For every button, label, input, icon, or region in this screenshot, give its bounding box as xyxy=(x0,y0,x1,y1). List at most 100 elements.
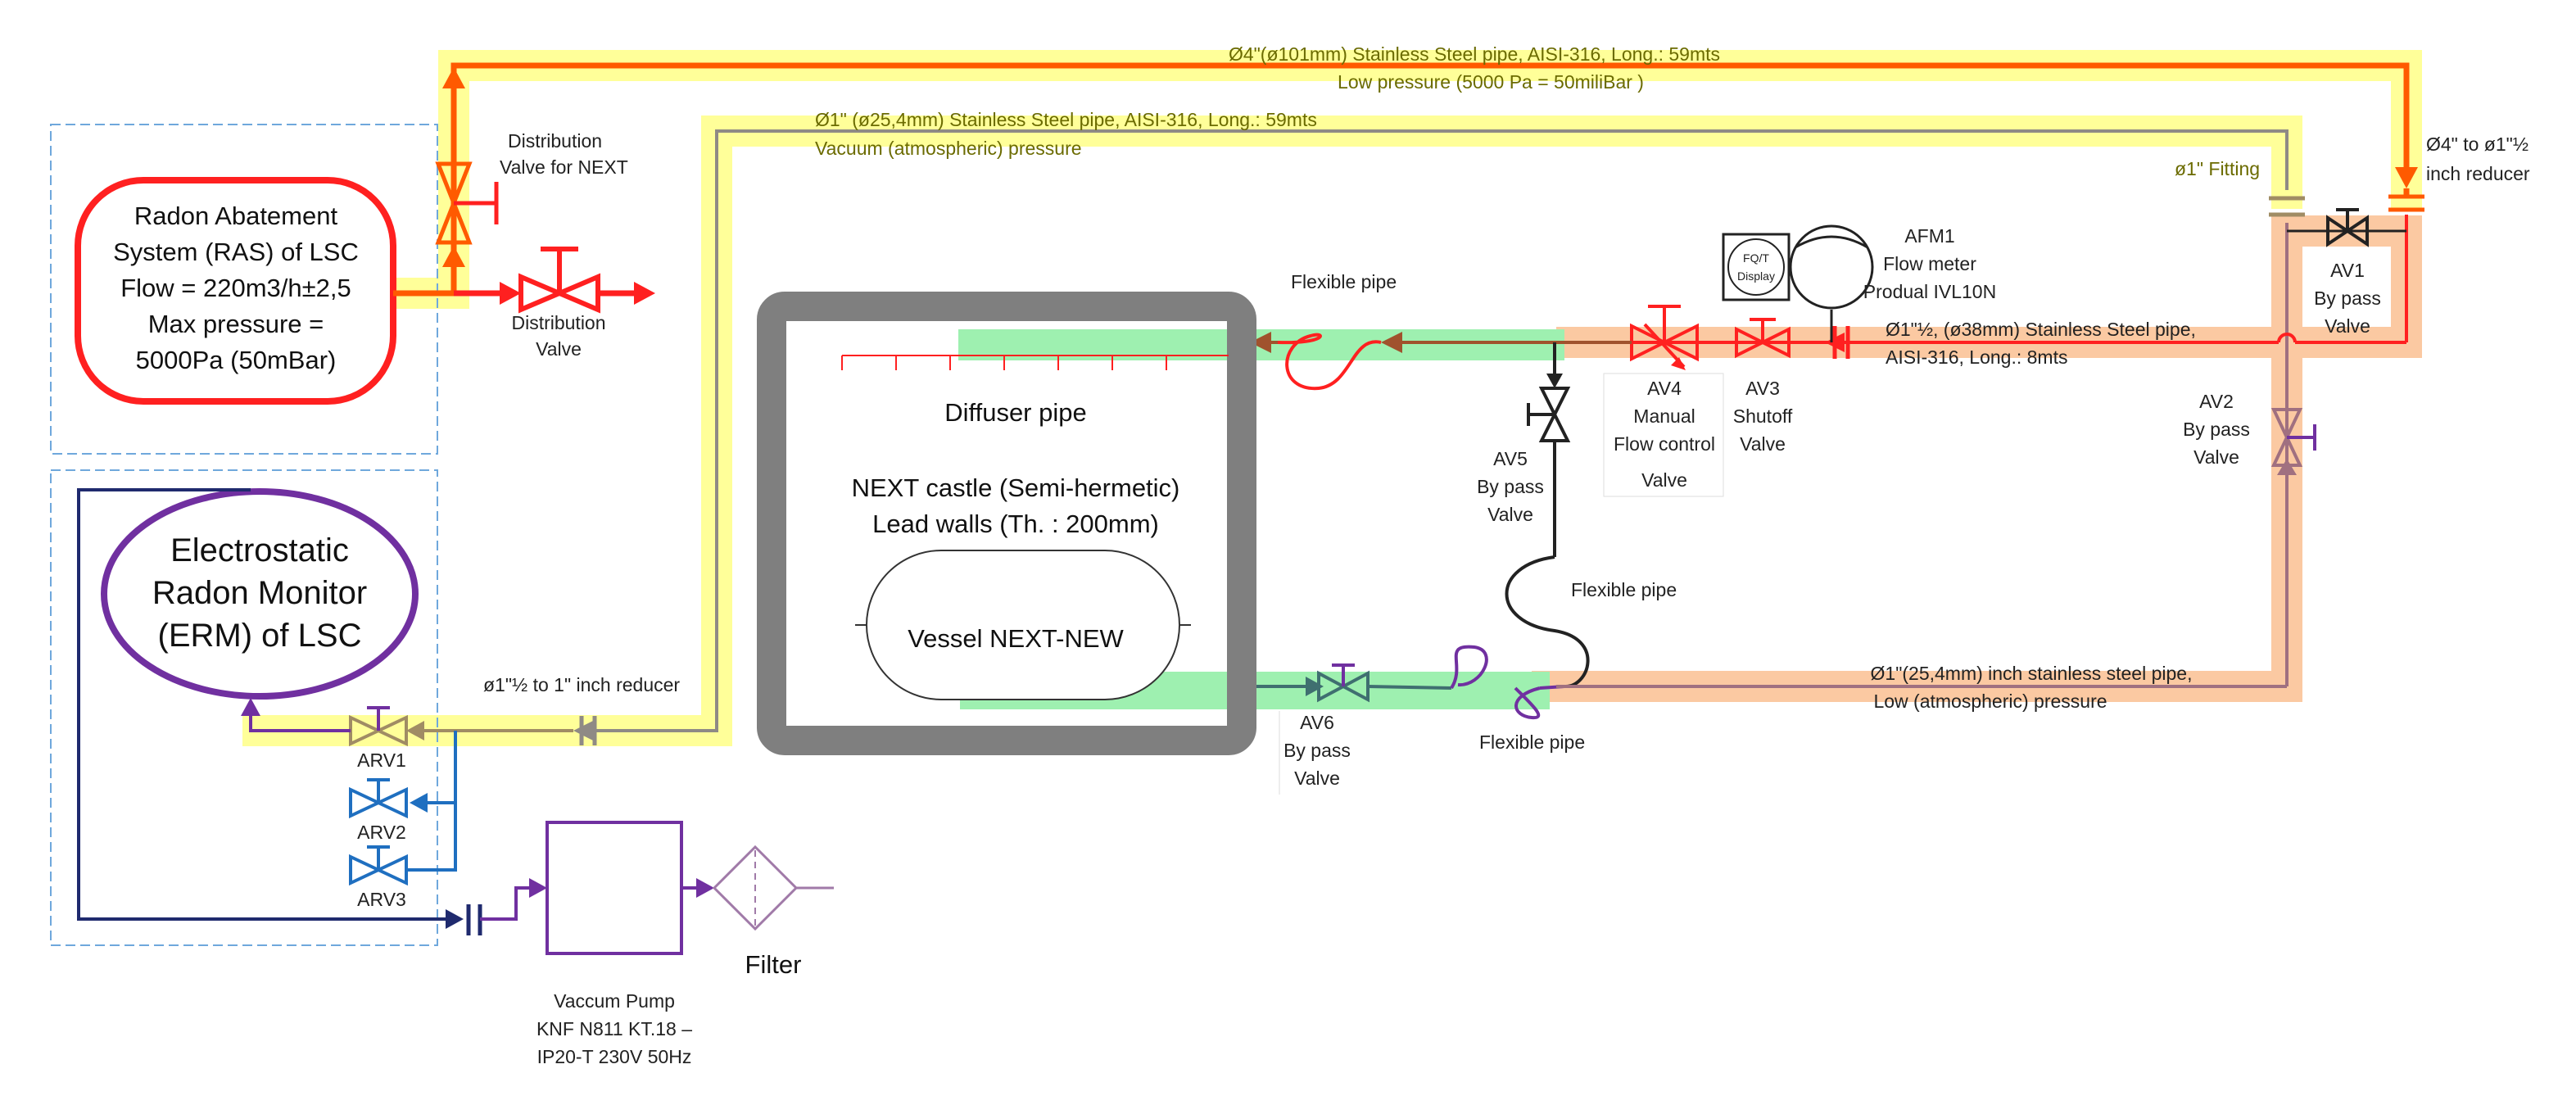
dist-valve-next-arrow xyxy=(442,246,465,267)
av5-top xyxy=(1538,387,1571,419)
afm1-sensor xyxy=(1789,224,1874,310)
av6-pipe-out xyxy=(1367,685,1452,690)
filter-label: Filter xyxy=(745,950,802,979)
arv1-label: ARV1 xyxy=(357,749,406,771)
yellow-band-1in-pipe xyxy=(242,115,2302,746)
erm-inlet-arrow xyxy=(241,698,260,716)
pipe-return-label-2: Low (atmospheric) pressure xyxy=(1873,691,2107,712)
dist-valve-left xyxy=(518,273,566,314)
pipe-erm-return-arrow xyxy=(446,909,464,929)
av3-left xyxy=(1735,326,1767,359)
arv1-inlet-arrow xyxy=(406,721,424,740)
dist-valve-right xyxy=(553,273,600,314)
av3-label-2: Shutoff xyxy=(1733,405,1793,427)
pipe-to-pump xyxy=(480,886,532,921)
arv2-label: ARV2 xyxy=(357,822,406,843)
av1-label-2: By pass xyxy=(2314,288,2381,309)
av1-right xyxy=(2344,215,2369,247)
arv3-label: ARV3 xyxy=(357,889,406,910)
av6-left xyxy=(1317,670,1347,703)
pipe-branch-arv2-arv3 xyxy=(406,731,457,872)
diffuser-label: Diffuser pipe xyxy=(944,398,1086,427)
ras-line2: System (RAS) of LSC xyxy=(113,238,359,266)
reducer-15in-arrow xyxy=(573,721,593,740)
av4-right xyxy=(1660,323,1699,362)
erm-unit xyxy=(101,488,419,700)
afm1-flow-meter xyxy=(1722,224,1874,342)
av6-label-3: Valve xyxy=(1294,768,1340,789)
fqit-display-dial xyxy=(1727,238,1785,296)
pipe-4in-label-1: Ø4"(ø101mm) Stainless Steel pipe, AISI-3… xyxy=(1229,43,1720,65)
av2-label-1: AV2 xyxy=(2199,391,2234,412)
afm1-label-2: Flow meter xyxy=(1883,253,1976,274)
fqit-label-2: Display xyxy=(1737,269,1775,283)
pipe-4in-label-2: Low pressure (5000 Pa = 50miliBar ) xyxy=(1338,71,1644,93)
pipe-erm-return xyxy=(77,488,459,921)
erm-piping xyxy=(77,488,597,935)
pump-label-2: KNF N811 KT.18 – xyxy=(536,1018,692,1039)
ras-line4: Max pressure = xyxy=(148,310,324,338)
erm-line1: Electrostatic xyxy=(170,532,349,568)
arv3-right xyxy=(374,854,408,886)
av2-label-3: Valve xyxy=(2193,446,2239,468)
av6-arrow xyxy=(1306,677,1324,696)
pipe-15in-label-2: AISI-316, Long.: 8mts xyxy=(1886,346,2067,368)
av3-right xyxy=(1759,326,1791,359)
afm1-label-1: AFM1 xyxy=(1904,225,1954,247)
fqit-display xyxy=(1722,233,1791,301)
ras-line1: Radon Abatement xyxy=(134,202,338,230)
ras-line5: 5000Pa (50mBar) xyxy=(136,346,337,374)
pipe-4in-down-arrow xyxy=(2395,167,2418,188)
av5-label-3: Valve xyxy=(1487,504,1533,525)
reducer-4in-label-1: Ø4" to ø1"½ xyxy=(2426,134,2528,155)
pipe-return-label-1: Ø1"(25,4mm) inch stainless steel pipe, xyxy=(1871,663,2193,684)
flex-bottom-label: Flexible pipe xyxy=(1479,731,1585,753)
dist-valve-label-1: Distribution xyxy=(511,312,605,333)
arv1-right xyxy=(374,714,408,747)
av6-label-2: By pass xyxy=(1283,740,1351,761)
flex-pipe-top xyxy=(1277,333,1382,391)
dist-valve-label-2: Valve xyxy=(536,338,582,360)
pipe-4in-line xyxy=(393,62,2410,297)
reducer-15in-label: ø1"½ to 1" inch reducer xyxy=(483,674,680,695)
av5-flexible-pipe xyxy=(1505,555,1590,689)
erm-line3: (ERM) of LSC xyxy=(158,618,362,654)
av1-left xyxy=(2326,215,2351,247)
dist-valve-next xyxy=(435,161,499,267)
pump-label-1: Vaccum Pump xyxy=(554,990,675,1012)
arv2-left xyxy=(349,786,383,819)
av1-valve xyxy=(2326,208,2369,247)
pipe-1in-line xyxy=(588,129,2289,732)
pump-label-3: IP20-T 230V 50Hz xyxy=(537,1046,692,1067)
fitting-label: ø1" Fitting xyxy=(2175,158,2260,179)
ras-line3: Flow = 220m3/h±2,5 xyxy=(120,274,351,302)
av4-adjust-arrowhead xyxy=(1671,357,1686,370)
pipe-arv1-to-erm xyxy=(249,713,351,732)
filter-inlet-arrow xyxy=(696,878,714,898)
vacuum-pump xyxy=(546,821,683,955)
dist-valve-next-top xyxy=(435,161,473,209)
av1-label-1: AV1 xyxy=(2330,260,2365,281)
pipe-15in-label-1: Ø1"½, (ø38mm) Stainless Steel pipe, xyxy=(1886,319,2196,340)
flex-top-label: Flexible pipe xyxy=(1291,271,1397,292)
av4-label-4: Valve xyxy=(1641,469,1687,491)
pipe-1in-label-2: Vacuum (atmospheric) pressure xyxy=(815,138,1082,159)
av6-valve xyxy=(1256,663,1452,703)
arv2-right xyxy=(374,786,408,819)
pipe-4in-up-arrow xyxy=(442,67,465,88)
dist-valve-inlet-arrow xyxy=(500,282,521,305)
av6-label-1: AV6 xyxy=(1300,712,1334,733)
av3-label-1: AV3 xyxy=(1745,378,1780,399)
ras-dashed-box xyxy=(50,124,438,455)
av2-valve xyxy=(2270,408,2316,475)
av2-top xyxy=(2270,408,2303,442)
pipe-15in-arrow xyxy=(1825,333,1845,352)
afm1-sensor-arc xyxy=(1795,235,1868,249)
av5-label-1: AV5 xyxy=(1493,448,1528,469)
av4-label-box xyxy=(1603,373,1724,497)
fqit-label-1: FQ/T xyxy=(1743,251,1769,265)
av3-valve xyxy=(1735,318,1791,359)
reducer-4in-label-2: inch reducer xyxy=(2426,163,2530,184)
vessel-label: Vessel NEXT-NEW xyxy=(908,624,1124,653)
